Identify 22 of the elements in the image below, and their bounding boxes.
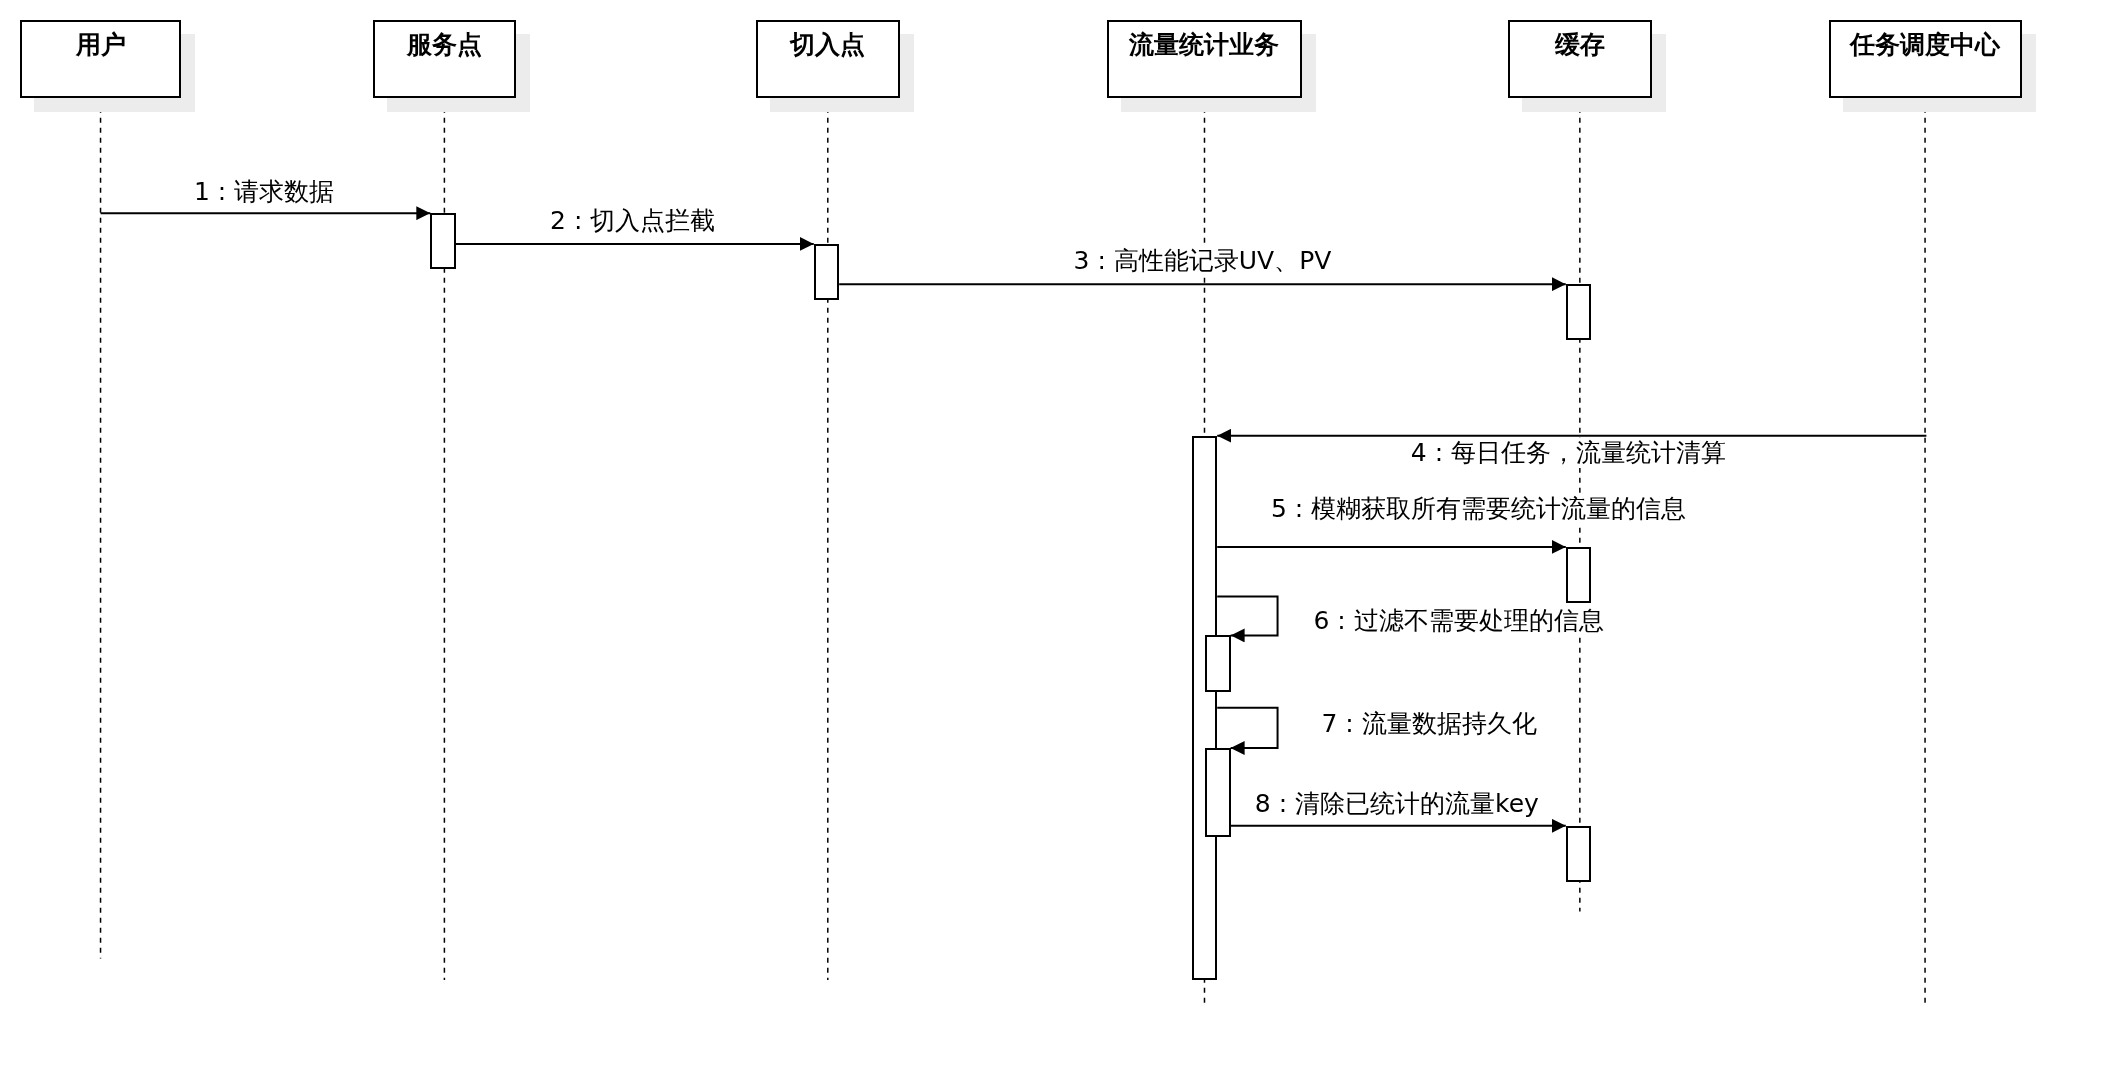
participant-name: 服务点	[406, 30, 482, 60]
activation-bar	[1565, 825, 1592, 883]
participant-name: 切入点	[790, 30, 866, 60]
message-arrow	[99, 206, 432, 221]
message-arrow	[1216, 706, 1279, 756]
activation-bar	[1565, 284, 1592, 341]
message-arrow	[1216, 539, 1567, 554]
activation-bar	[813, 243, 840, 301]
message-arrow	[1229, 818, 1567, 833]
message-arrow	[1216, 428, 1928, 443]
message-arrow	[454, 237, 815, 251]
participant-name: 流量统计业务	[1129, 30, 1280, 60]
participant-name: 用户	[75, 30, 126, 60]
activation-bar	[1205, 748, 1231, 837]
message-arrow	[838, 277, 1567, 292]
edge-label: 5 : 模糊获取所有需要统计流量的信息	[1269, 494, 1689, 525]
activation-bar	[1565, 546, 1592, 604]
participant-name: 缓存	[1554, 30, 1605, 60]
participant-name: 任务调度中心	[1850, 30, 2001, 60]
message-arrow	[1216, 595, 1279, 643]
activation-bar	[1205, 635, 1231, 692]
activation-bar	[430, 213, 456, 270]
